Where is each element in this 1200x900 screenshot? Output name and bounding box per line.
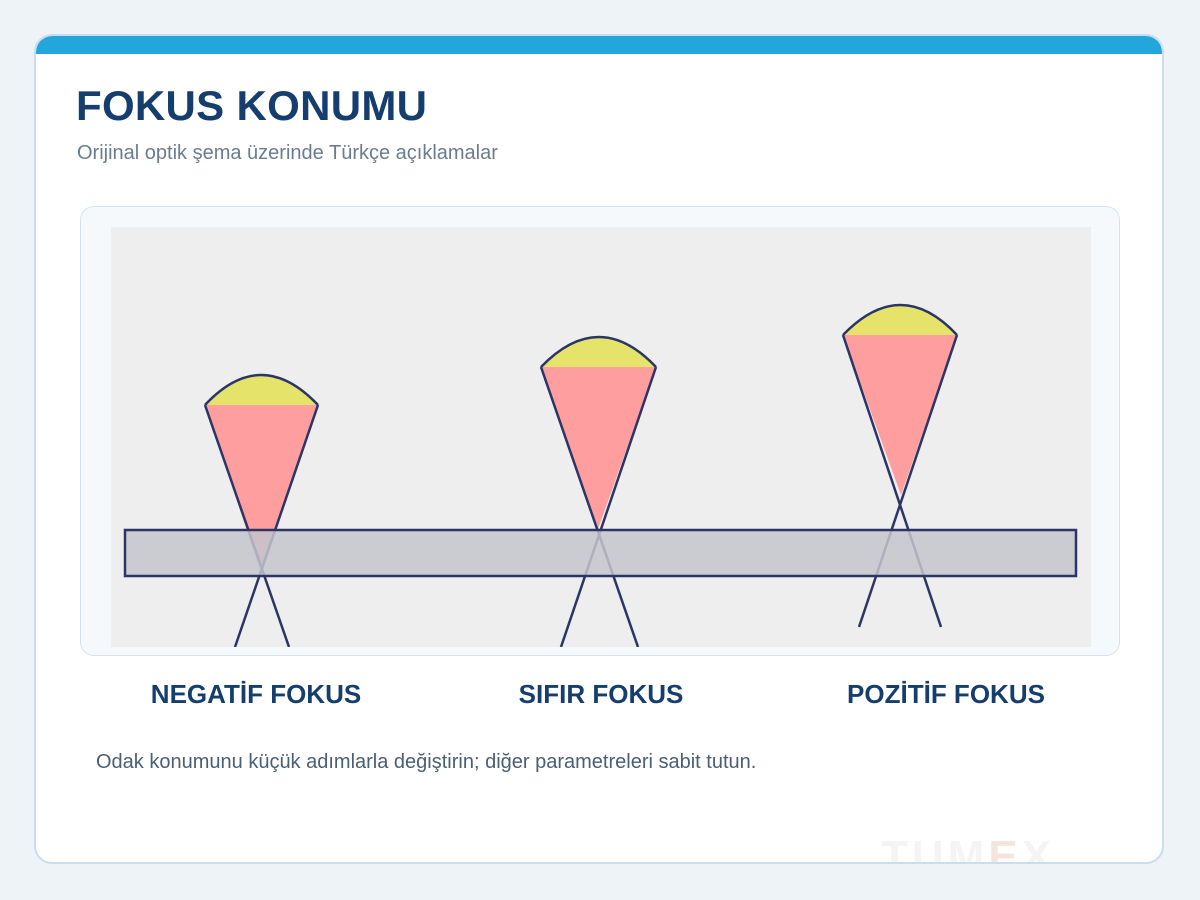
brand-watermark: TUMEX [881,832,1056,864]
card-accent-bar [36,36,1162,54]
beam-ray-left [203,404,291,647]
beam-cone [205,405,318,573]
figure-frame [80,206,1120,656]
lens-arc [204,373,319,406]
beam-ray-right [857,334,959,628]
focus-diagram [111,227,1091,647]
watermark-main: TUM [881,832,989,864]
caption-negative-focus: NEGATİF FOKUS [150,679,362,709]
watermark-tail: X [1021,832,1056,864]
beam-ray-left [841,334,943,628]
lens-arc [540,335,657,368]
caption-positive-focus: POZİTİF FOKUS [847,679,1045,709]
caption-zero-focus: SIFIR FOKUS [518,679,684,709]
negative-focus-beam [203,373,320,647]
watermark-accent: E [988,832,1022,864]
positive-focus-beam [841,303,959,628]
page-subtitle: Orijinal optik şema üzerinde Türkçe açık… [77,142,498,164]
zero-focus-beam [539,335,658,647]
content-card: FOKUS KONUMU Orijinal optik şema üzerind… [34,34,1164,864]
instruction-note: Odak konumunu küçük adımlarla değiştirin… [96,751,757,773]
workpiece-plate [123,528,1078,578]
lens-arc [842,303,958,336]
beam-ray-left [539,366,640,647]
page-title: FOKUS KONUMU [76,82,428,129]
beam-cone [843,335,957,495]
beam-ray-right [233,404,320,647]
beam-cone [541,367,656,529]
beam-ray-right [559,366,658,647]
